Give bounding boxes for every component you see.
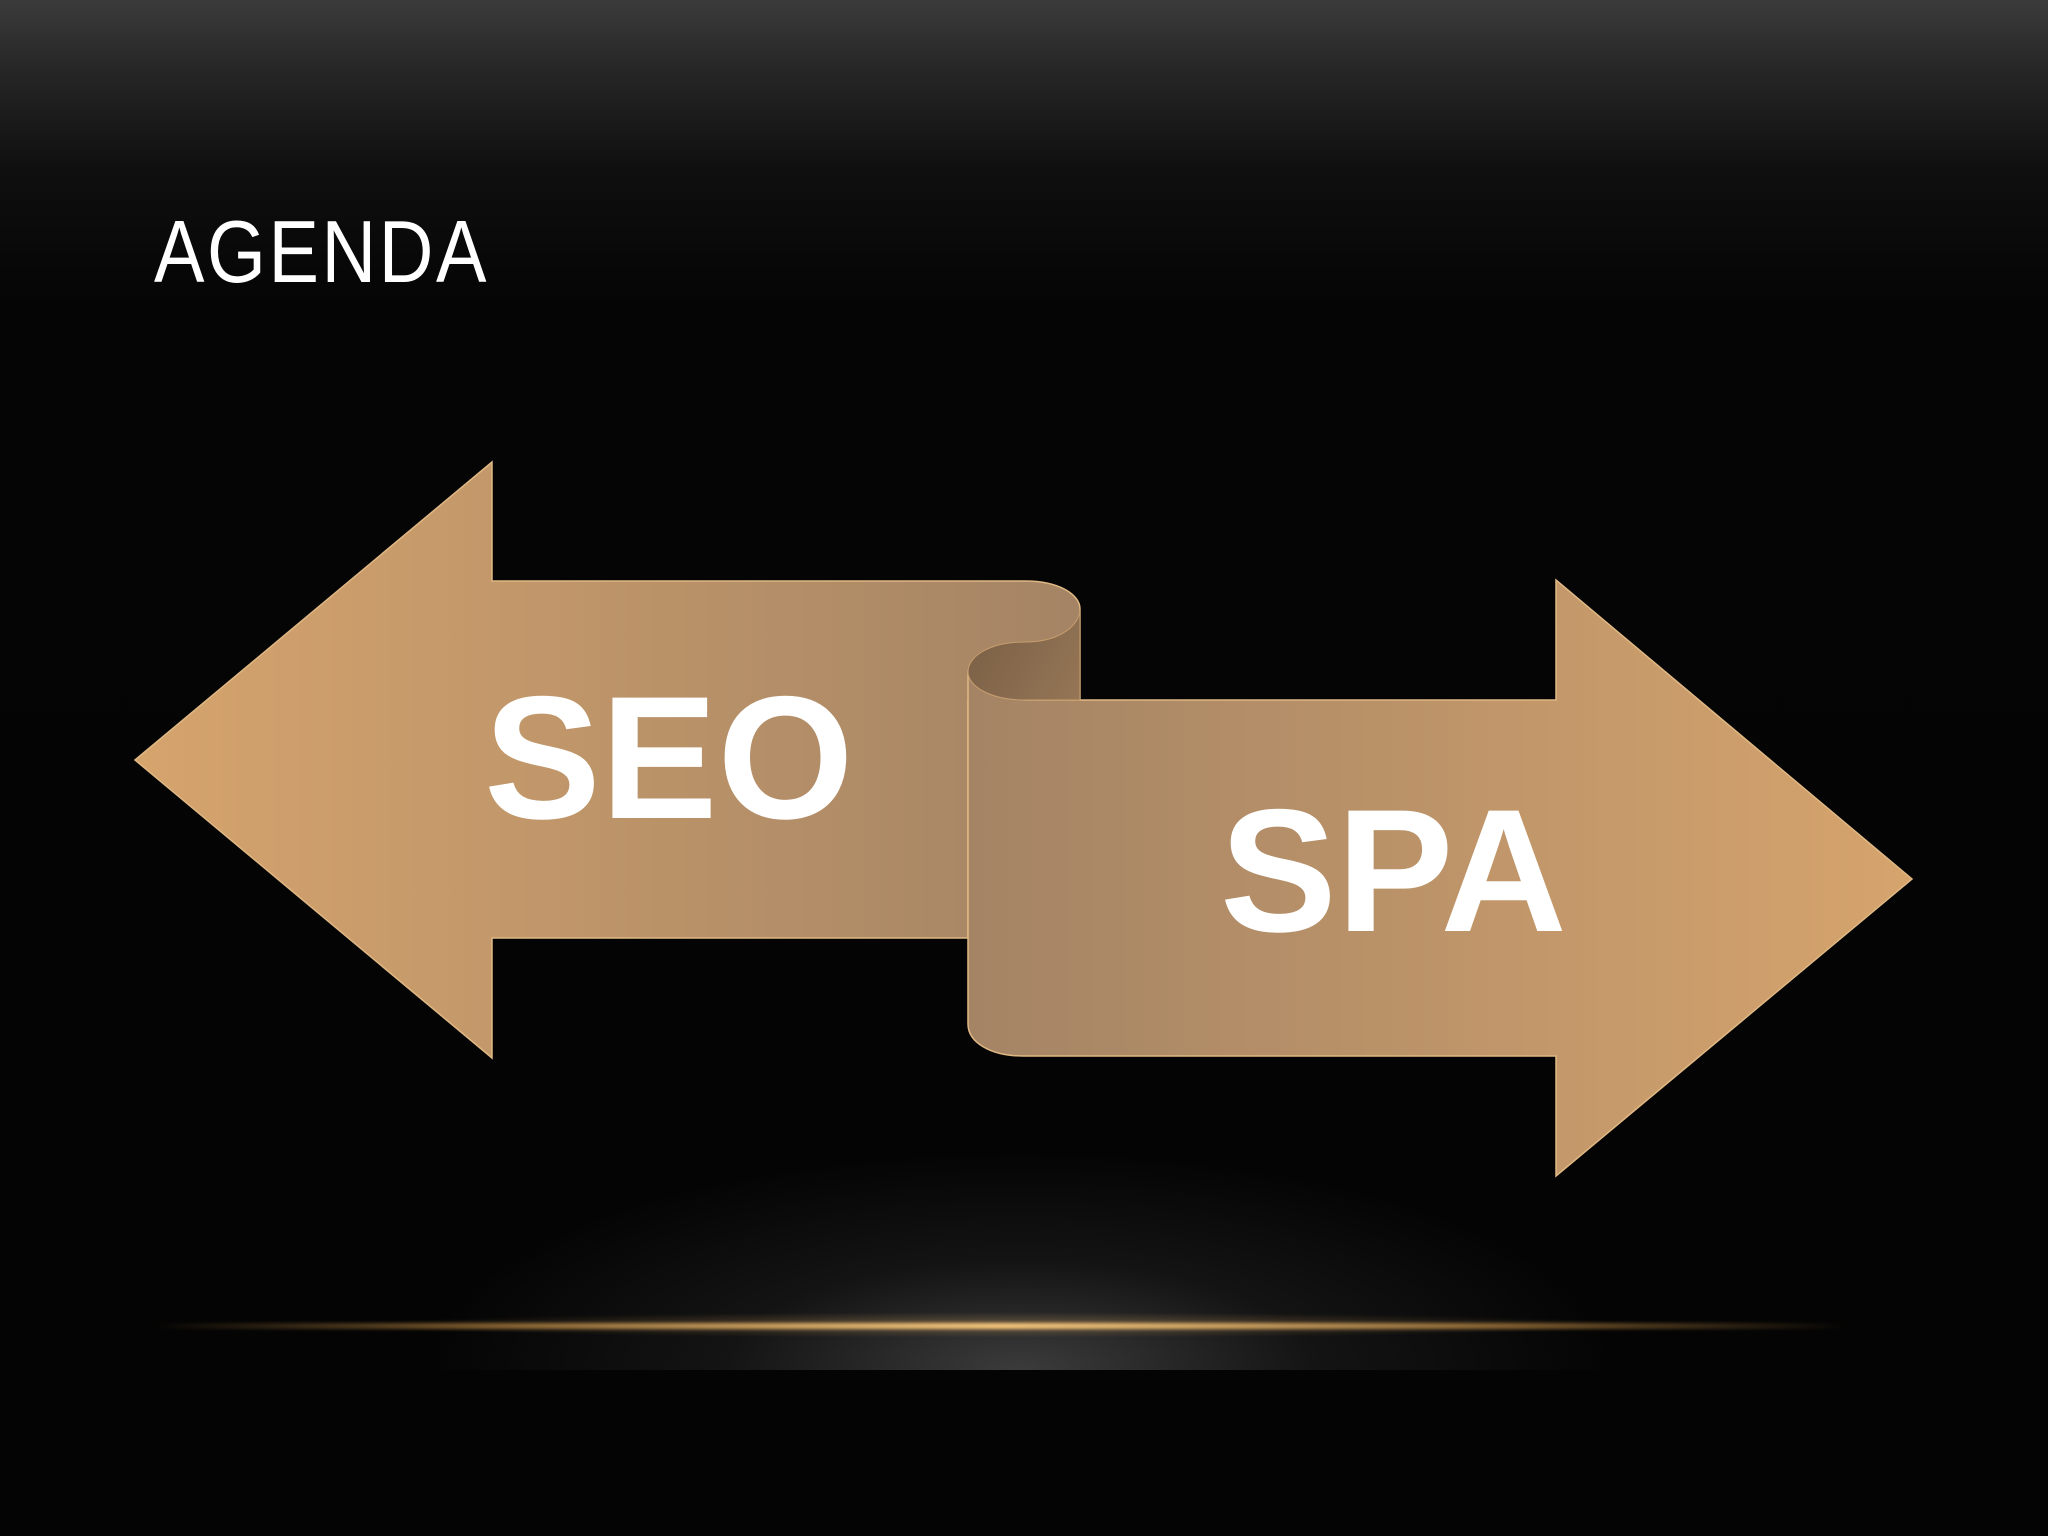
seo-label: SEO bbox=[484, 661, 854, 856]
right-arrow-shape bbox=[967, 578, 1914, 1178]
horizon-line bbox=[150, 1323, 1850, 1329]
floor-glow bbox=[420, 1150, 1620, 1370]
arrow-fold-curl bbox=[967, 608, 1081, 701]
slide-title: AGENDA bbox=[154, 202, 490, 301]
spa-label: SPA bbox=[1220, 774, 1567, 969]
